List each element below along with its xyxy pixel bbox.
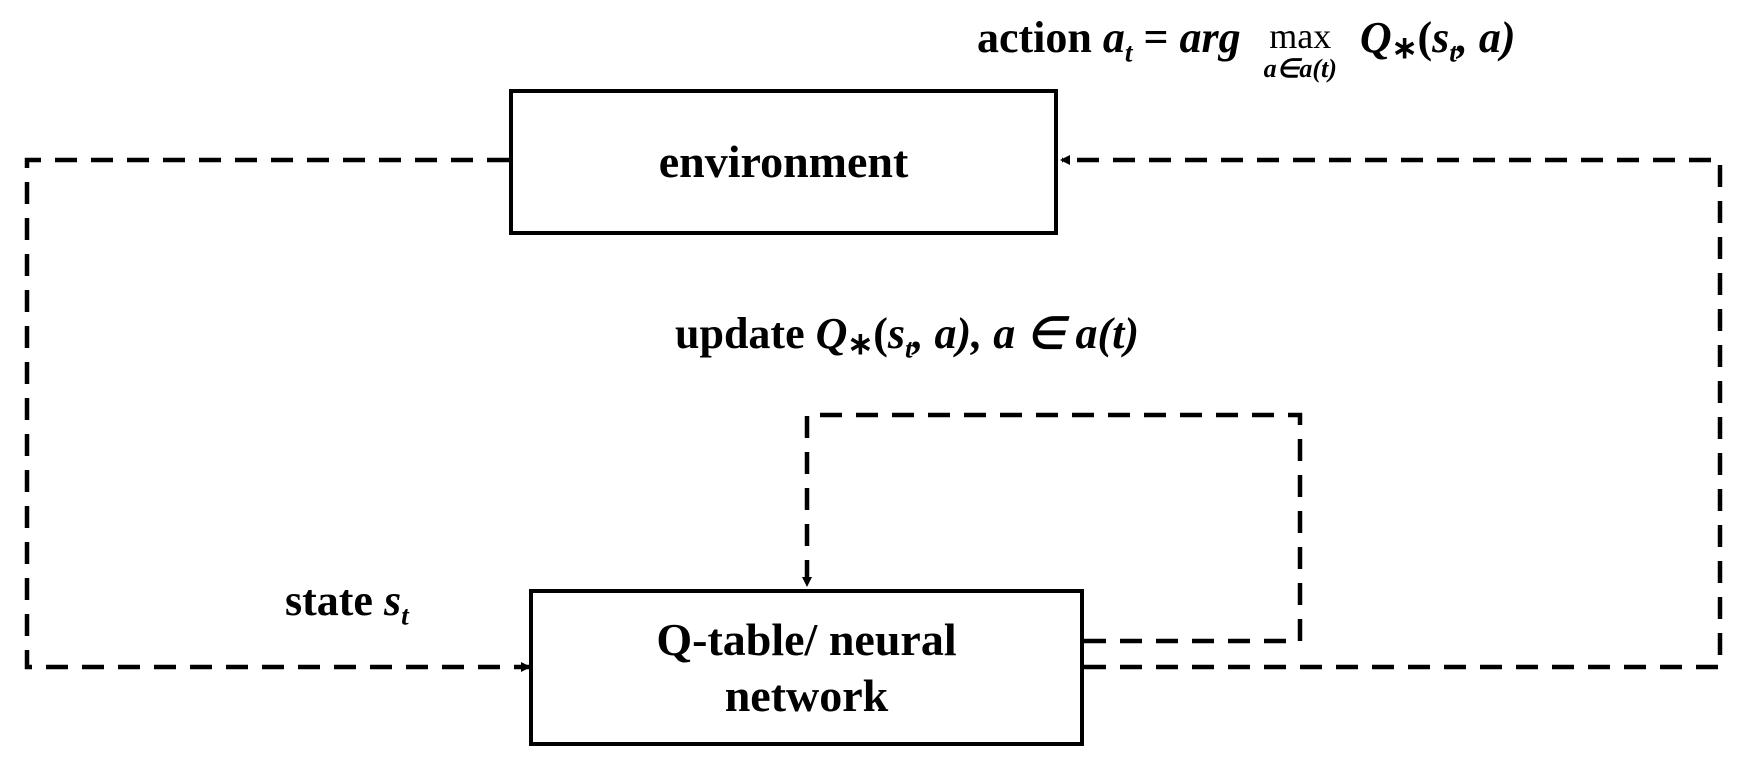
action-rest: , a) bbox=[1456, 13, 1516, 62]
state-label: state st bbox=[285, 575, 409, 632]
max-subscript: a∈a(t) bbox=[1263, 54, 1337, 83]
max-operator: max a∈a(t) bbox=[1264, 12, 1337, 82]
action-s: s bbox=[1432, 13, 1450, 62]
state-var-sub: t bbox=[401, 600, 409, 631]
update-q-star: ∗ bbox=[847, 327, 874, 362]
q-network-node: Q-table/ neural network bbox=[529, 589, 1084, 746]
action-word: action bbox=[977, 13, 1092, 62]
update-q: Q bbox=[815, 309, 848, 358]
update-s-sub: t bbox=[904, 333, 913, 364]
q-network-label-line1: Q-table/ neural bbox=[656, 614, 957, 666]
update-edge bbox=[802, 412, 1303, 644]
state-word: state bbox=[285, 576, 373, 625]
action-q: Q bbox=[1359, 13, 1392, 62]
action-var: a bbox=[1102, 13, 1125, 62]
action-label: action at = arg max a∈a(t) Q∗(st, a) bbox=[977, 12, 1515, 82]
update-s: s bbox=[887, 309, 905, 358]
action-eq: = bbox=[1143, 13, 1169, 62]
action-s-sub: t bbox=[1449, 37, 1457, 68]
environment-label: environment bbox=[658, 136, 909, 188]
action-var-sub: t bbox=[1124, 37, 1133, 68]
state-edge bbox=[24, 157, 531, 672]
action-q-star: ∗ bbox=[1391, 31, 1418, 66]
update-rest: , a), a ∈ a(t) bbox=[912, 309, 1140, 358]
q-network-label-line2: network bbox=[724, 669, 889, 721]
max-word: max bbox=[1269, 16, 1332, 56]
action-arg: arg bbox=[1179, 13, 1241, 62]
environment-node: environment bbox=[509, 89, 1058, 235]
update-word: update bbox=[675, 309, 805, 358]
state-var: s bbox=[383, 576, 402, 625]
action-paren-open: ( bbox=[1417, 13, 1433, 62]
update-label: update Q∗(st, a), a ∈ a(t) bbox=[675, 308, 1139, 365]
update-paren-open: ( bbox=[873, 309, 888, 358]
